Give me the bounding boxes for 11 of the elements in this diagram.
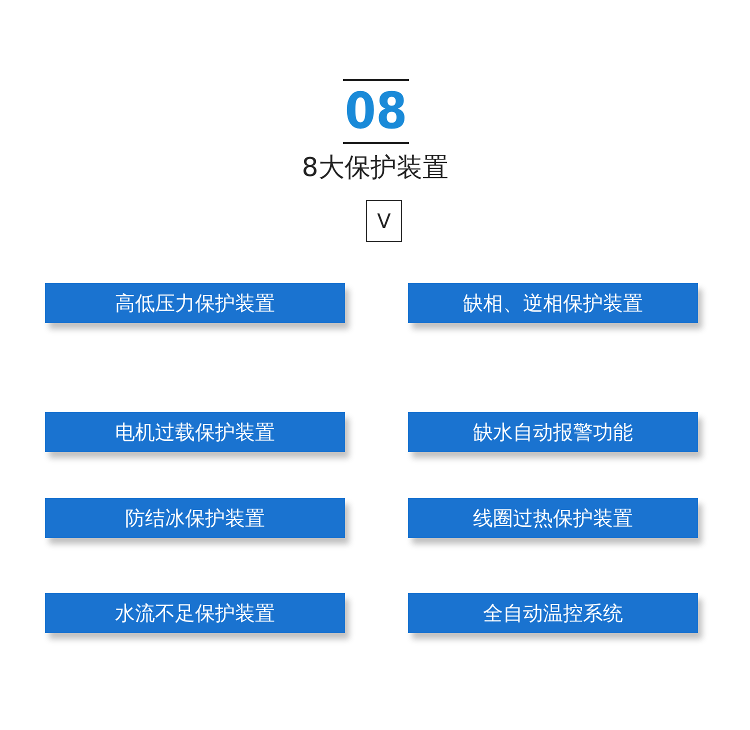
protection-box: 防结冰保护装置 bbox=[45, 498, 345, 538]
protection-box: 水流不足保护装置 bbox=[45, 593, 345, 633]
protection-box: 高低压力保护装置 bbox=[45, 283, 345, 323]
title: 8大保护装置 bbox=[300, 152, 450, 185]
number-heading: 08 bbox=[344, 82, 408, 140]
protection-box: 缺相、逆相保护装置 bbox=[408, 283, 698, 323]
protection-box: 线圈过热保护装置 bbox=[408, 498, 698, 538]
protection-box: 缺水自动报警功能 bbox=[408, 412, 698, 452]
protection-box: 电机过载保护装置 bbox=[45, 412, 345, 452]
v-box: V bbox=[366, 200, 402, 242]
protection-box: 全自动温控系统 bbox=[408, 593, 698, 633]
